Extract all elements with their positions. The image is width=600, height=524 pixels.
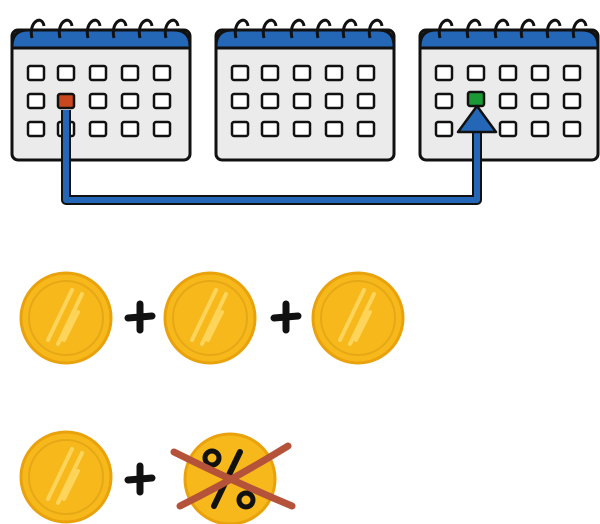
cross-out-icon <box>170 442 296 510</box>
coin-icon <box>19 271 113 365</box>
coin-icon <box>19 430 113 524</box>
calendar-header <box>10 28 192 50</box>
coin-icon <box>163 271 257 365</box>
coins-row <box>19 271 405 365</box>
calendar-rings <box>437 18 588 39</box>
highlighted-day-start <box>56 92 76 110</box>
calendar-header <box>418 28 600 50</box>
highlighted-day-end <box>466 90 486 108</box>
calendar-day-grid <box>230 64 376 138</box>
calendar-start <box>10 18 192 162</box>
plus-icon <box>270 300 302 334</box>
percent-coin <box>170 432 296 524</box>
arrow-up-icon <box>61 104 498 205</box>
plus-icon <box>124 300 156 334</box>
calendar-day-grid <box>26 64 172 138</box>
plus-icon <box>124 462 156 496</box>
interest-row <box>19 430 296 524</box>
calendar-rings <box>29 18 180 39</box>
calendar-middle <box>214 18 396 162</box>
calendar-header <box>214 28 396 50</box>
calendar-end <box>418 18 600 162</box>
calendar-rings <box>233 18 384 39</box>
coin-icon <box>311 271 405 365</box>
